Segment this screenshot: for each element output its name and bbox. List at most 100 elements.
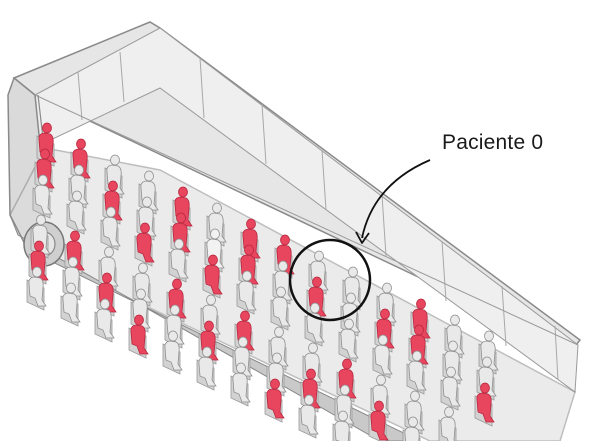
passenger-head [204,320,214,332]
passenger-head [244,244,254,256]
passenger-head [342,358,352,370]
passenger-head [134,314,144,326]
passenger-head [270,378,280,390]
passenger-head [178,186,188,198]
healthy-passenger [164,304,185,349]
passenger-head [74,164,84,176]
infected-passenger [202,254,223,299]
passenger-head [212,202,222,214]
roof-rail [34,94,579,346]
healthy-passenger [308,250,329,295]
passenger-body [130,324,149,355]
patient-zero-highlight-circle [288,238,372,322]
passenger-body [98,282,117,313]
passenger-head [140,222,150,234]
passenger-head [482,356,492,368]
passenger-head [246,218,256,230]
passenger-body [70,174,89,205]
healthy-passenger [66,190,87,235]
passenger-body [310,260,329,291]
passenger-head [376,374,386,386]
passenger-head [348,266,358,278]
passenger-head [312,276,322,288]
passenger-head [100,298,110,310]
passenger-body [266,388,285,419]
callout-arrow [355,159,431,244]
passenger-head [172,278,182,290]
healthy-passenger [60,282,81,327]
infected-passenger [474,382,495,427]
healthy-passenger [196,346,217,391]
passenger-body [270,336,289,367]
passenger-head [236,362,246,374]
passenger-body [34,184,53,215]
passenger-body [300,404,319,435]
passenger-head [308,342,318,354]
passenger-body [480,340,499,371]
passenger-body [234,346,253,377]
passenger-head [414,324,424,336]
passenger-body [238,280,257,311]
healthy-passenger [406,350,427,395]
infected-passenger [274,234,295,279]
passenger-body [374,344,393,375]
healthy-passenger [298,394,319,439]
healthy-passenger [338,318,359,363]
passenger-head [408,416,418,428]
passenger-body [446,324,465,355]
infected-passenger [198,320,219,365]
passenger-head [138,262,148,274]
infected-passenger [368,400,389,441]
passenger-body [202,304,221,335]
passenger-head [210,228,220,240]
passenger-body [272,296,291,327]
passenger-head [378,334,388,346]
passenger-head [106,206,116,218]
passenger-head [240,310,250,322]
passenger-body [164,340,183,371]
passenger-body [308,286,327,317]
passenger-head [242,270,252,282]
passenger-body [378,292,397,323]
healthy-passenger [440,366,461,411]
passenger-body [166,314,185,345]
passenger-body [240,254,259,285]
passenger-body [66,240,85,271]
passenger-head [410,390,420,402]
passenger-body [134,272,153,303]
passenger-body [174,196,193,227]
passenger-body [476,392,495,423]
passenger-body [242,228,261,259]
passenger-head [340,384,350,396]
healthy-passenger [270,286,291,331]
passenger-body [306,312,325,343]
passenger-head [480,382,490,394]
passenger-head [412,350,422,362]
healthy-passenger [442,340,463,385]
passenger-head [136,288,146,300]
passenger-head [382,282,392,294]
passenger-body [442,376,461,407]
passenger-body [376,318,395,349]
passenger-body [28,276,47,307]
passenger-body [440,416,456,441]
passenger-body [198,356,217,387]
passenger-head [446,366,456,378]
passenger-head [274,326,284,338]
passenger-body [68,200,87,231]
passenger-head [310,302,320,314]
healthy-passenger [236,270,257,315]
passenger-head [174,238,184,250]
healthy-passenger [32,174,53,219]
healthy-passenger [162,330,183,375]
passenger-body [32,224,51,255]
passenger-head [280,234,290,246]
passenger-body [236,320,255,351]
healthy-passenger [438,406,457,441]
healthy-passenger [232,336,253,381]
passenger-head [306,368,316,380]
passenger-head [176,212,186,224]
passenger-head [416,298,426,310]
passenger-head [34,240,44,252]
